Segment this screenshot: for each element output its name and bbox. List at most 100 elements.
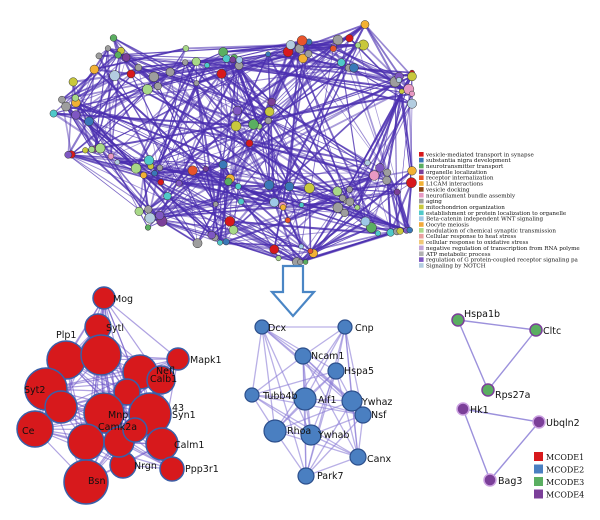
node-label: Ppp3r1 [185,464,219,475]
cluster-edge [487,329,537,391]
legend-swatch [419,210,424,216]
node-label: Rps27a [495,390,531,401]
legend-swatch [419,157,424,163]
cluster-edge [251,355,304,396]
cluster-edge [251,394,312,436]
network-edge [135,61,198,169]
network-node [296,35,308,46]
network-edge [136,167,231,180]
node-label: Hspa5 [344,366,374,377]
legend-swatch [419,233,424,239]
node-label: Tubb4b [262,391,298,402]
network-node [354,204,361,211]
network-edge [75,47,109,116]
network-node [191,57,201,67]
node-label: Canx [367,454,391,465]
node-label: Nefl [156,366,175,377]
legend-label: establishment or protein localization to… [426,211,567,217]
network-node [248,119,259,130]
legend-swatch [419,198,424,204]
cluster-node [92,286,116,310]
network-node [298,202,305,208]
network-node [182,59,189,66]
network-node [61,101,71,112]
node-label: Nrgn [134,461,157,472]
network-edge [238,184,270,188]
network-edge [379,103,413,169]
cluster-edge [261,326,276,432]
cluster-node [354,406,372,424]
network-node [382,175,392,185]
network-node [95,52,103,60]
network-edge [61,67,139,101]
network-edge [167,195,216,205]
network-edge [373,175,391,233]
network-node [332,202,344,213]
network-edge [229,220,306,263]
node-label: Bag3 [498,476,522,487]
network-node [360,216,371,227]
network-node [267,97,276,107]
legend-swatch [419,204,424,210]
network-node [366,222,377,233]
node-label: Rhoa [287,426,311,437]
network-edge [150,23,366,168]
network-node [224,177,233,186]
network-node [163,192,172,201]
network-node [229,56,237,64]
network-node [332,186,343,197]
mcode3-labels: Hspa1b Cltc Rps27a [464,309,561,401]
legend-label: Oocyte meiosis [426,223,469,229]
network-edge [65,106,163,222]
cluster-edge [462,408,540,423]
network-edge [53,112,137,170]
network-node [144,212,156,224]
node-label: Nsf [371,410,387,421]
network-node [375,163,385,173]
network-node [396,227,404,235]
mcode3-mcode4-nodes [451,313,546,487]
enrichment-legend: vesicle-mediated transport in synapsesub… [419,152,580,269]
cluster-node [44,390,78,424]
network-edge [195,83,217,205]
network-edge [230,178,270,186]
network-node [345,197,355,207]
network-node [245,139,254,147]
network-edge [267,120,271,186]
network-edge [138,175,145,212]
network-edge [364,23,413,95]
network-node [151,170,158,177]
network-node [269,244,280,255]
node-label: Hspa1b [464,309,500,320]
network-edge [226,58,260,127]
legend-label: substantia nigra development [426,158,511,164]
network-node [346,186,353,193]
network-node [398,88,405,95]
network-node [235,56,243,64]
network-node [175,179,183,187]
mcode2-nodes [244,319,372,485]
cluster-node [63,459,109,505]
network-edge [135,167,199,244]
network-node [279,204,287,211]
cluster-node [113,378,141,406]
legend-label: mitochondrion organization [426,205,505,211]
network-edge [148,159,180,184]
network-node [114,51,122,59]
network-edge [219,184,270,244]
cluster-node [244,387,260,403]
network-node [409,90,415,97]
network-edge [184,61,344,199]
node-label: Bsn [88,476,106,487]
cluster-edge [261,326,307,477]
network-edge [67,81,74,155]
network-node [329,45,337,52]
node-label: Ywhab [317,430,349,441]
legend-swatch [534,477,543,486]
network-node [207,230,216,240]
cluster-node [263,419,287,443]
node-label: Mnp [108,410,128,421]
network-edge [332,47,400,81]
